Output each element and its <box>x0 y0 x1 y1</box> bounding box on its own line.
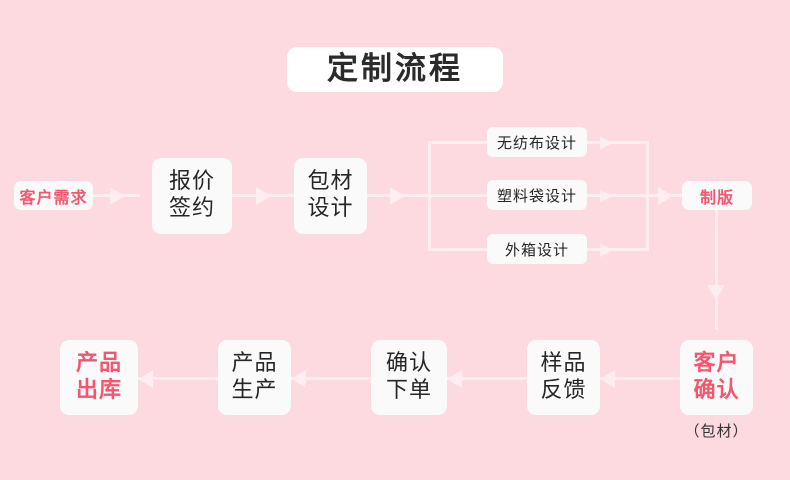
node-nonwoven-design[interactable]: 无纺布设计 <box>487 127 587 157</box>
node-product-manufacturing-line1: 产品 <box>231 350 278 376</box>
node-confirm-order[interactable]: 确认 下单 <box>371 340 447 415</box>
node-product-delivery[interactable]: 产品 出库 <box>60 340 138 415</box>
connector-carton-to-bus <box>587 248 648 251</box>
node-customer-confirmation-line1: 客户 <box>693 350 740 376</box>
arrow-manufacturing-to-delivery <box>138 370 153 388</box>
node-plate-making[interactable]: 制版 <box>682 181 752 210</box>
arrow-pack-to-branches <box>390 187 405 205</box>
node-customer-confirmation-caption: （包材） <box>684 422 749 440</box>
node-confirm-order-line1: 确认 <box>385 350 432 376</box>
page-title-pill: 定制流程 <box>287 47 503 92</box>
connector-sample-to-order <box>447 377 527 380</box>
node-customer-confirmation-line2: 确认 <box>693 377 740 403</box>
node-quotation-contract[interactable]: 报价 签约 <box>152 158 232 234</box>
connector-nonwoven-to-bus <box>587 141 648 144</box>
connector-plasticbag-to-bus <box>587 194 648 197</box>
node-outer-carton-design[interactable]: 外箱设计 <box>487 234 587 264</box>
connector-bus-to-nonwoven <box>428 141 489 144</box>
page-title: 定制流程 <box>327 51 463 87</box>
node-sample-feedback-line1: 样品 <box>540 350 587 376</box>
node-plastic-bag-design[interactable]: 塑料袋设计 <box>487 180 587 210</box>
arrow-quote-to-pack <box>256 187 271 205</box>
arrow-confirm-to-sample <box>600 370 615 388</box>
arrow-nonwoven-out <box>600 136 612 150</box>
node-product-delivery-line1: 产品 <box>75 350 122 376</box>
node-packaging-design[interactable]: 包材 设计 <box>294 158 367 234</box>
node-plastic-bag-design-label: 塑料袋设计 <box>496 186 577 205</box>
node-product-manufacturing[interactable]: 产品 生产 <box>218 340 291 415</box>
node-product-manufacturing-line2: 生产 <box>231 377 278 403</box>
node-confirm-order-line2: 下单 <box>385 377 432 403</box>
node-customer-requirement[interactable]: 客户需求 <box>14 181 93 210</box>
node-customer-confirmation[interactable]: 客户 确认 <box>680 340 753 415</box>
arrow-plasticbag-out <box>600 189 612 203</box>
arrow-bus-to-platemaking <box>658 187 673 205</box>
arrow-req-to-quote <box>110 187 125 205</box>
connector-bus-to-plasticbag <box>428 194 489 197</box>
node-product-delivery-line2: 出库 <box>75 377 122 403</box>
arrow-order-to-manufacturing <box>291 370 306 388</box>
node-packaging-design-line2: 设计 <box>307 196 354 221</box>
connector-manufacturing-to-delivery <box>138 377 218 380</box>
arrow-sample-to-order <box>447 370 462 388</box>
arrow-carton-out <box>600 243 612 257</box>
node-customer-requirement-label: 客户需求 <box>19 187 88 207</box>
node-quotation-contract-line1: 报价 <box>168 169 215 195</box>
connector-bus-to-carton <box>428 248 489 251</box>
node-packaging-design-line1: 包材 <box>307 169 354 195</box>
node-outer-carton-design-label: 外箱设计 <box>504 240 569 259</box>
node-nonwoven-design-label: 无纺布设计 <box>496 133 577 152</box>
node-sample-feedback-line2: 反馈 <box>540 377 587 403</box>
node-quotation-contract-line2: 签约 <box>168 196 215 221</box>
node-plate-making-label: 制版 <box>699 187 734 207</box>
connector-platemaking-to-confirm <box>715 210 718 330</box>
arrow-platemaking-to-confirm <box>707 285 725 300</box>
connector-order-to-manufacturing <box>291 377 371 380</box>
node-sample-feedback[interactable]: 样品 反馈 <box>527 340 600 415</box>
connector-confirm-to-sample <box>600 377 680 380</box>
